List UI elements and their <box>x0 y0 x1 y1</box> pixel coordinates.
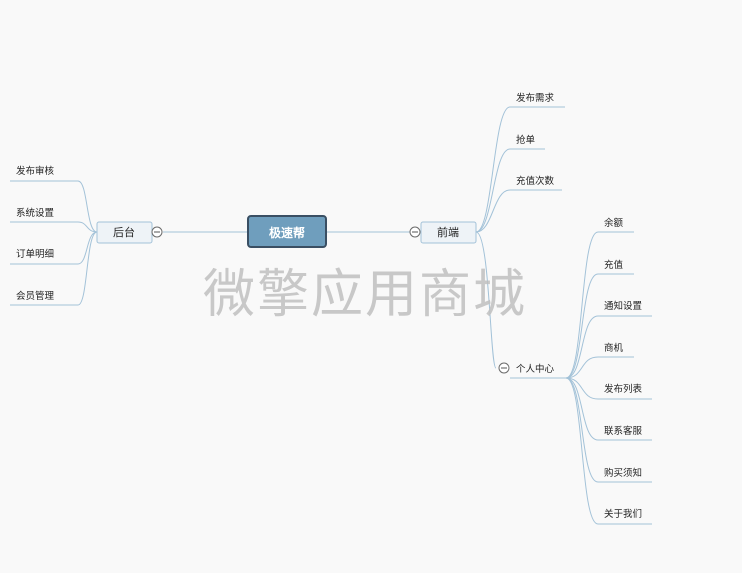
leaf-personal-item[interactable]: 充值 <box>604 259 624 271</box>
leaf-personal-item[interactable]: 购买须知 <box>604 467 642 479</box>
leaf-personal-item[interactable]: 商机 <box>604 342 624 354</box>
leaf-personal-item[interactable]: 联系客服 <box>604 425 643 437</box>
leaf-backend-item[interactable]: 订单明细 <box>16 248 54 260</box>
leaf-frontend-item[interactable]: 抢单 <box>516 134 536 146</box>
leaf-personal-item[interactable]: 通知设置 <box>604 300 642 312</box>
leaf-personal-item[interactable]: 发布列表 <box>604 383 643 395</box>
leaf-backend-item[interactable]: 发布审核 <box>16 165 55 177</box>
branch-label-frontend: 前端 <box>437 225 459 239</box>
collapse-toggle-backend-icon[interactable] <box>151 226 163 238</box>
right-connectors <box>475 106 566 379</box>
leaf-personal-item[interactable]: 关于我们 <box>604 508 642 520</box>
branch-label-personal-center[interactable]: 个人中心 <box>516 363 555 375</box>
leaf-backend-item[interactable]: 会员管理 <box>16 290 55 302</box>
leaf-personal-item[interactable]: 余额 <box>604 217 624 229</box>
leaf-frontend-item[interactable]: 发布需求 <box>516 92 555 104</box>
root-node[interactable]: 极速帮 <box>247 215 327 248</box>
branch-node-backend[interactable]: 后台 <box>96 221 153 244</box>
branch-label-backend: 后台 <box>113 225 135 239</box>
sub-connectors <box>565 231 652 525</box>
root-label: 极速帮 <box>269 225 305 240</box>
branch-node-frontend[interactable]: 前端 <box>420 221 477 244</box>
watermark-text: 微擎应用商城 <box>203 265 528 325</box>
leaf-frontend-item[interactable]: 充值次数 <box>516 175 555 187</box>
left-connectors <box>10 180 98 306</box>
collapse-toggle-frontend-icon[interactable] <box>409 226 421 238</box>
leaf-backend-item[interactable]: 系统设置 <box>16 207 54 219</box>
collapse-toggle-personal-center-icon[interactable] <box>498 362 510 374</box>
